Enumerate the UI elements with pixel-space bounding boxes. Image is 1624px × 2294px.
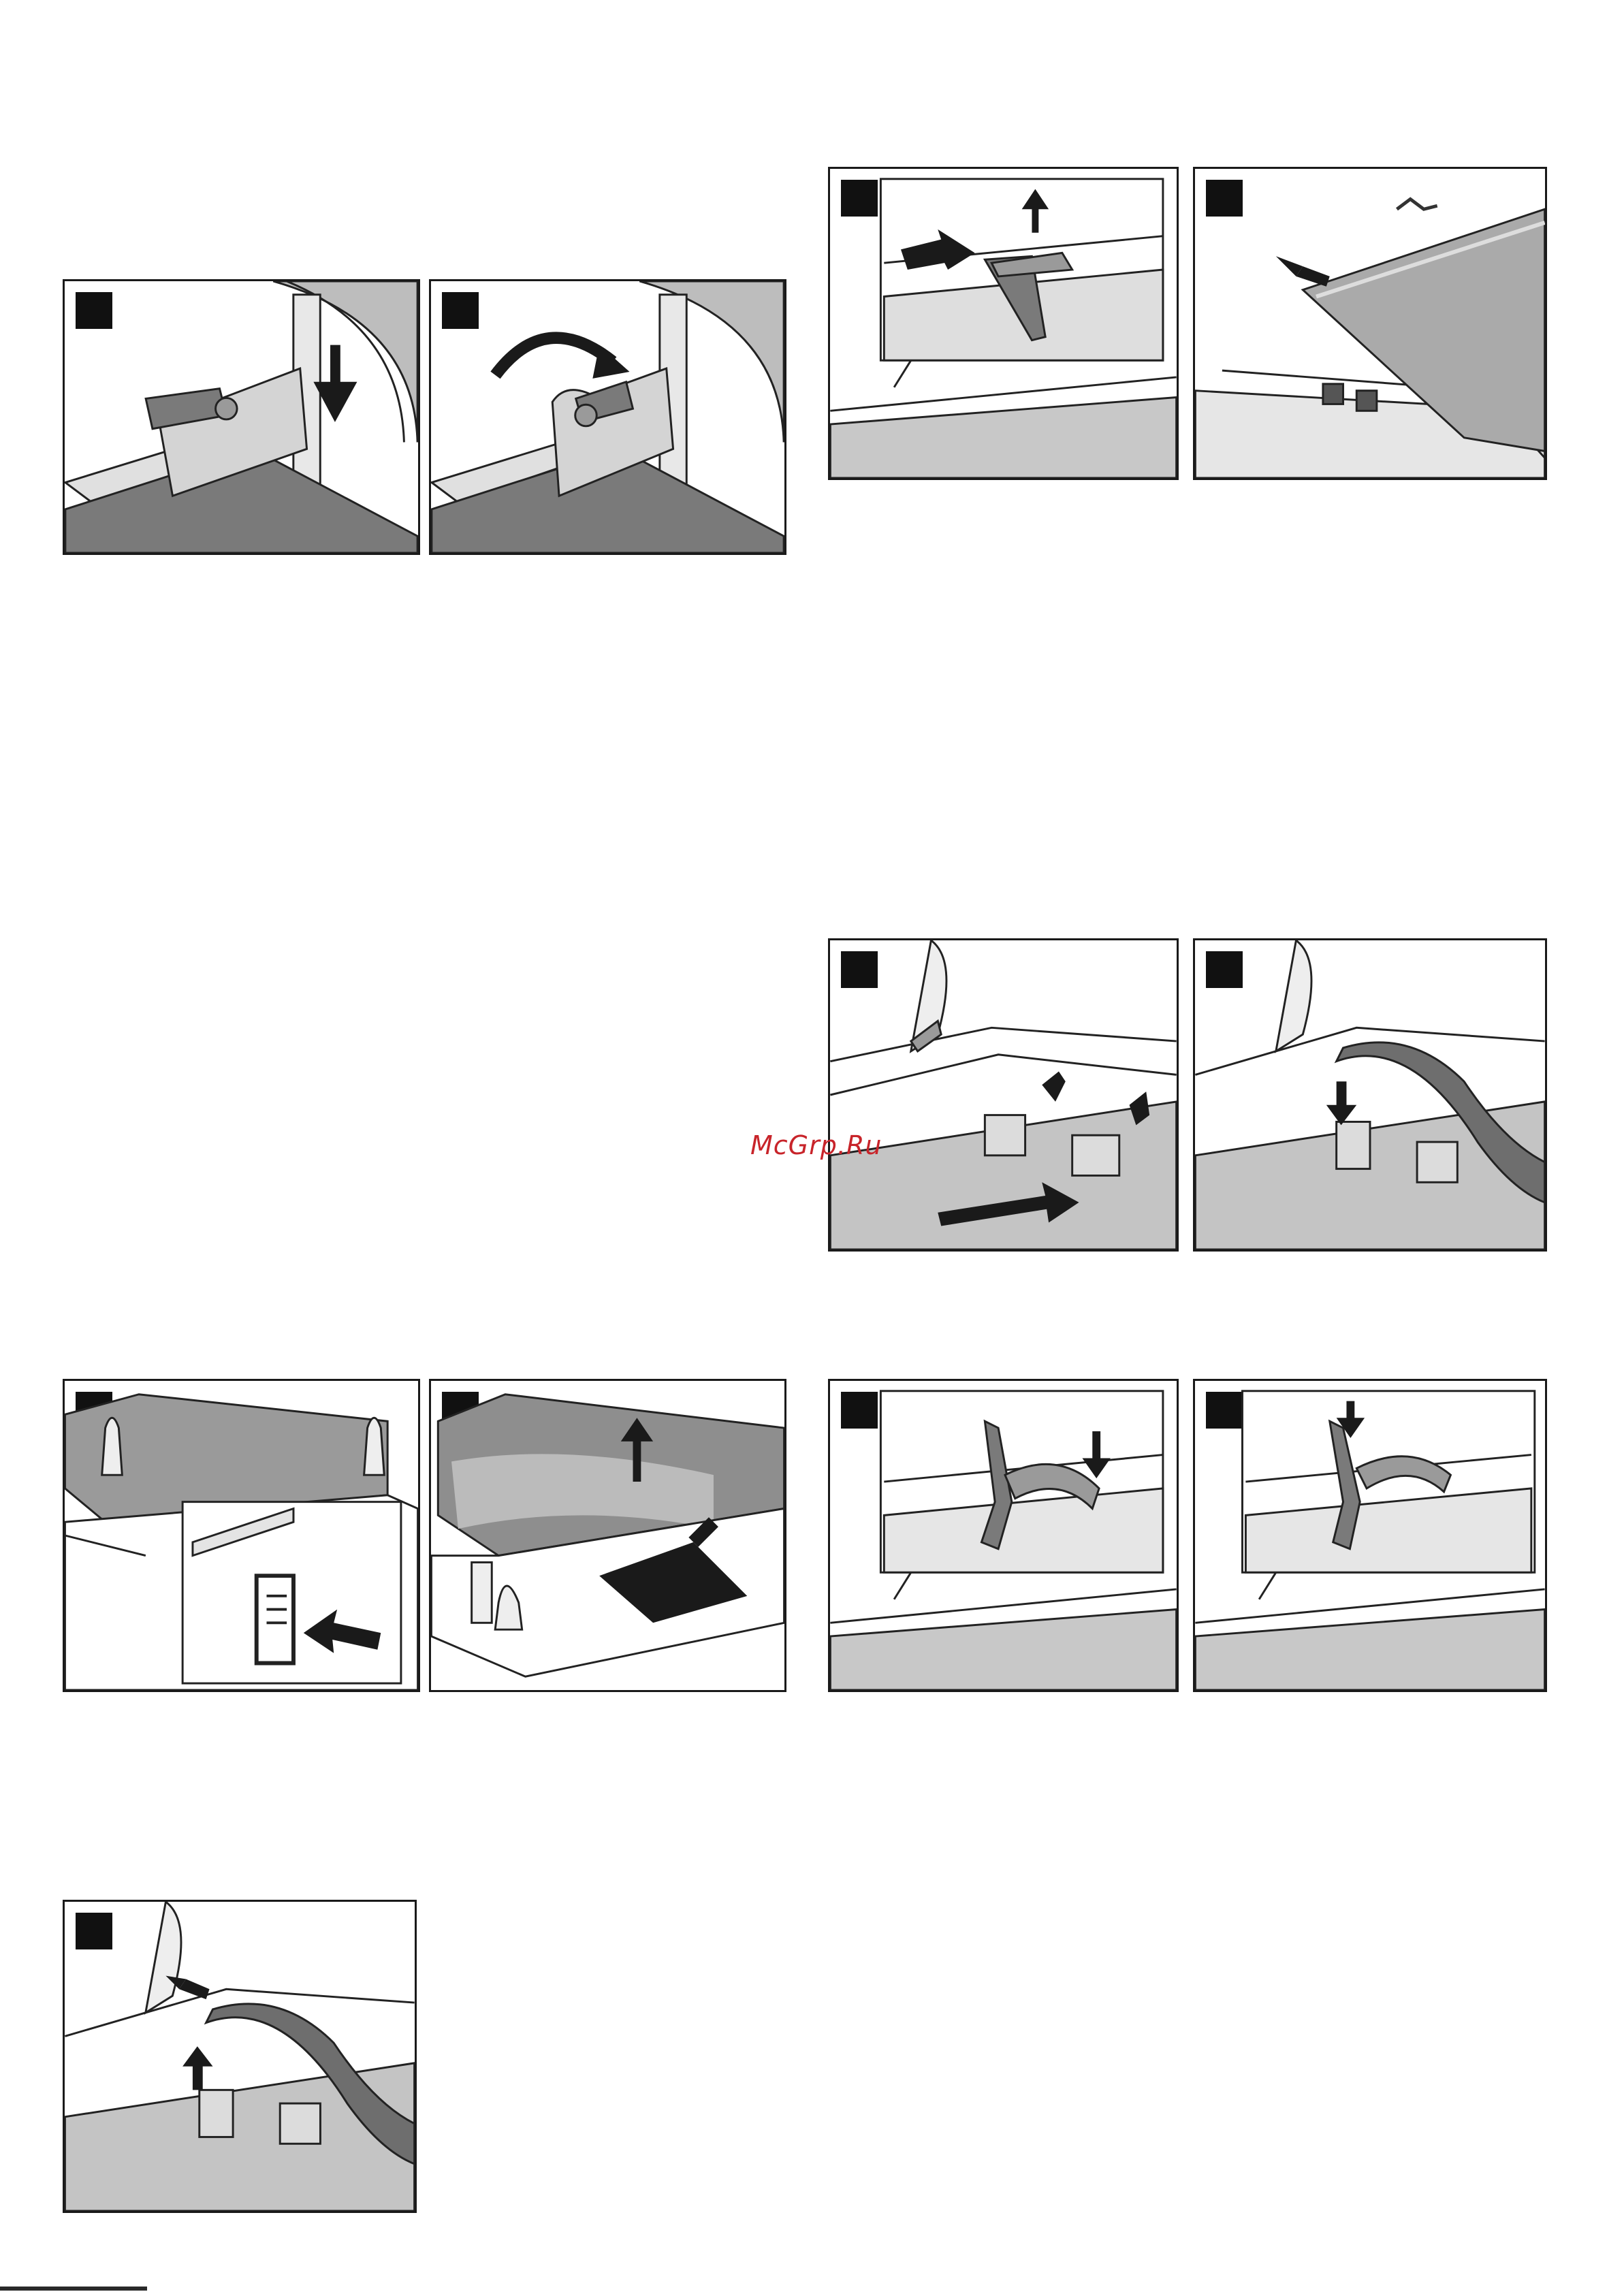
illustration-panel-release-seal [1193, 1379, 1547, 1692]
illustration-release-seal [1195, 1381, 1545, 1690]
illustration-seal-lift [65, 1902, 415, 2211]
illustration-remove-inner-pane [1195, 169, 1545, 478]
illustration-panel-lift-and-pull-pane [1193, 938, 1547, 1252]
illustration-clip-press-and-lift [830, 169, 1177, 478]
illustration-panel-clip-press-and-lift [828, 167, 1179, 480]
illustration-panel-press-and-slide [830, 940, 1177, 1249]
illustration-lift-and-pull-pane [1195, 940, 1545, 1249]
footer-rule [0, 2287, 147, 2291]
illustration-fit-clip-left [431, 1381, 784, 1690]
illustration-panel-fit-clip-right [828, 1379, 1179, 1692]
watermark-text: McGrp.Ru [750, 1130, 882, 1160]
illustration-panel-remove-inner-pane [1193, 167, 1547, 480]
illustration-panel-panel-press-and-slide [828, 938, 1179, 1252]
illustration-panel-insert-seal-clip [63, 1379, 420, 1692]
illustration-panel-hinge-lock-push-down [63, 279, 420, 555]
illustration-hinge-lock-rotate [431, 281, 784, 553]
illustration-panel-fit-clip-left [429, 1379, 786, 1692]
illustration-panel-hinge-lock-rotate [429, 279, 786, 555]
illustration-insert-seal-clip [65, 1381, 418, 1690]
illustration-hinge-lock-push-down [65, 281, 418, 553]
illustration-panel-seal-lift [63, 1900, 417, 2213]
illustration-fit-clip-right [830, 1381, 1177, 1690]
